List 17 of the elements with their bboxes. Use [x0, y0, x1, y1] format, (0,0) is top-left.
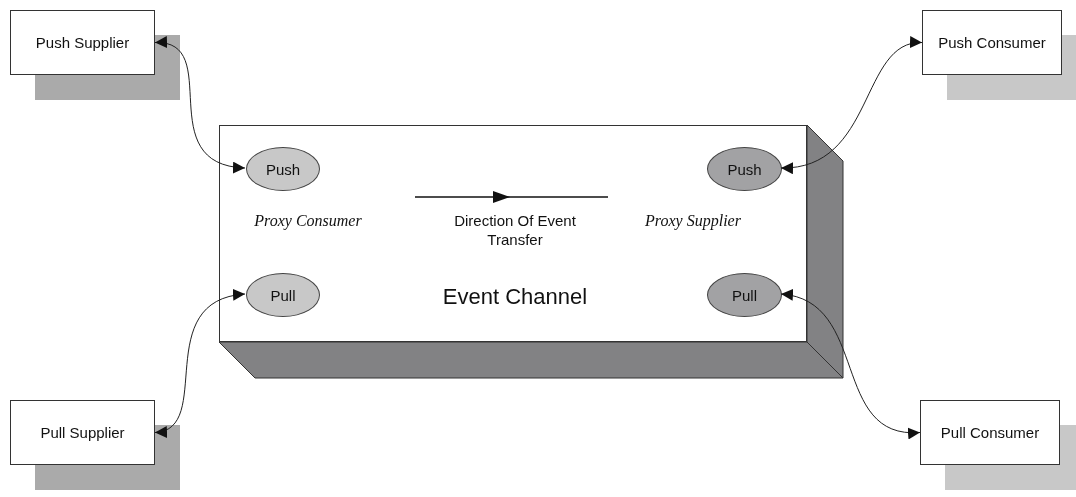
box-label: Push Consumer [937, 33, 1047, 52]
box-label: Pull Supplier [39, 423, 126, 442]
ellipse-label: Pull [270, 286, 296, 304]
channel-label: Event Channel [441, 284, 589, 310]
box-label: Pull Consumer [939, 423, 1041, 442]
ellipse-label: Pull [732, 286, 757, 304]
ellipse-label: Push [265, 160, 301, 178]
curved-arrow [154, 290, 246, 436]
curved-arrow [780, 290, 921, 438]
proxy-label: Proxy Supplier [644, 212, 742, 230]
ellipse-label: Push [727, 160, 762, 178]
curved-arrow [154, 38, 246, 173]
proxy-label: Proxy Consumer [253, 212, 363, 230]
direction-label: Direction Of Event Transfer [453, 211, 577, 249]
box-label: Push Supplier [34, 33, 131, 52]
curved-arrow [780, 38, 923, 173]
channel-box [219, 125, 807, 342]
